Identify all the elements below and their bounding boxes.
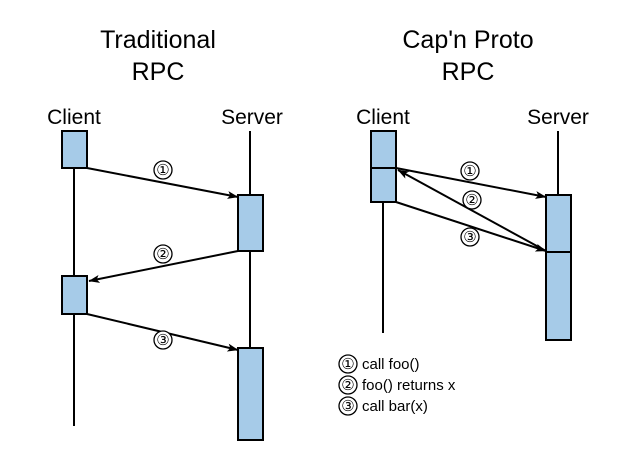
panel-traditional: Traditional RPC Client Server ① ② ③ [47, 26, 283, 441]
message-arrow-traditional-2 [88, 250, 239, 283]
message-number-circle-traditional-1 [153, 160, 173, 180]
message-arrow-traditional-1 [86, 167, 239, 199]
legend-label-1: call foo() [362, 356, 420, 373]
message-number-capnproto-1: ① [463, 163, 476, 180]
message-number-traditional-3: ③ [156, 332, 169, 349]
legend-number-1: ① [341, 356, 354, 373]
activation-server-traditional-2 [237, 347, 264, 441]
panel-traditional-title-line1: Traditional [100, 26, 216, 54]
panel-capnproto-title-line1: Cap'n Proto [402, 26, 533, 54]
message-number-capnproto-2: ② [465, 192, 478, 209]
legend: ① call foo() ② foo() returns x ③ call ba… [338, 354, 456, 416]
activation-client-traditional-2 [61, 275, 88, 315]
actor-label-client-capnproto: Client [356, 106, 410, 129]
activation-client-capnproto-2 [370, 167, 397, 203]
message-number-traditional-1: ① [156, 162, 169, 179]
message-number-circle-capnproto-3 [460, 227, 480, 247]
actor-label-server-traditional: Server [221, 106, 283, 129]
message-arrow-capnproto-3 [395, 201, 547, 252]
legend-number-2: ② [341, 377, 354, 394]
message-number-circle-capnproto-1 [460, 161, 480, 181]
message-number-circle-traditional-3 [153, 330, 173, 350]
actor-label-server-capnproto: Server [527, 106, 589, 129]
activation-client-traditional-1 [61, 130, 88, 169]
actor-label-client-traditional: Client [47, 106, 101, 129]
activation-client-capnproto-1 [370, 130, 397, 169]
message-number-capnproto-3: ③ [463, 229, 476, 246]
legend-number-circle-1 [338, 354, 358, 374]
legend-number-circle-2 [338, 375, 358, 395]
panel-traditional-title-line2: RPC [132, 58, 185, 86]
legend-number-3: ③ [341, 398, 354, 415]
message-arrow-capnproto-1 [395, 167, 547, 199]
activation-server-traditional-1 [237, 194, 264, 252]
activation-server-capnproto-2 [545, 251, 572, 341]
message-arrow-capnproto-2 [397, 169, 547, 252]
legend-number-circle-3 [338, 396, 358, 416]
panel-capnproto-title-line2: RPC [442, 58, 495, 86]
message-number-circle-traditional-2 [153, 244, 173, 264]
legend-label-2: foo() returns x [362, 377, 456, 394]
legend-label-3: call bar(x) [362, 398, 428, 415]
message-number-circle-capnproto-2 [462, 190, 482, 210]
activation-server-capnproto-1 [545, 194, 572, 253]
message-number-traditional-2: ② [156, 246, 169, 263]
panel-capnproto: Cap'n Proto RPC Client Server ① ② ③ [356, 26, 589, 341]
